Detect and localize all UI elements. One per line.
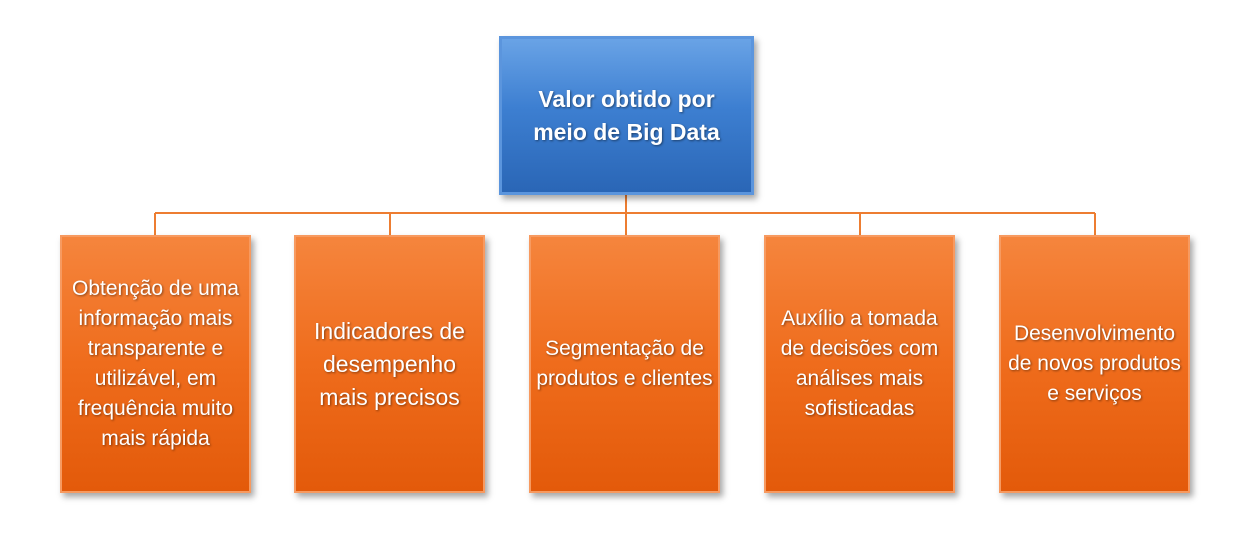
child-node-label: Segmentação de produtos e clientes — [536, 337, 713, 390]
root-node-label: Valor obtido por meio de Big Data — [533, 85, 720, 145]
child-node-label: Obtenção de uma informação mais transpar… — [72, 277, 239, 450]
child-node-4: Auxílio a tomada de decisões com análise… — [764, 235, 955, 493]
child-node-2: Indicadores de desempenho mais precisos — [294, 235, 485, 493]
child-node-label: Indicadores de desempenho mais precisos — [314, 317, 465, 410]
child-node-5: Desenvolvimento de novos produtos e serv… — [999, 235, 1190, 493]
child-node-label: Desenvolvimento de novos produtos e serv… — [1008, 322, 1181, 405]
child-node-3: Segmentação de produtos e clientes — [529, 235, 720, 493]
root-node: Valor obtido por meio de Big Data — [499, 36, 754, 195]
child-node-label: Auxílio a tomada de decisões com análise… — [780, 307, 939, 420]
child-node-1: Obtenção de uma informação mais transpar… — [60, 235, 251, 493]
